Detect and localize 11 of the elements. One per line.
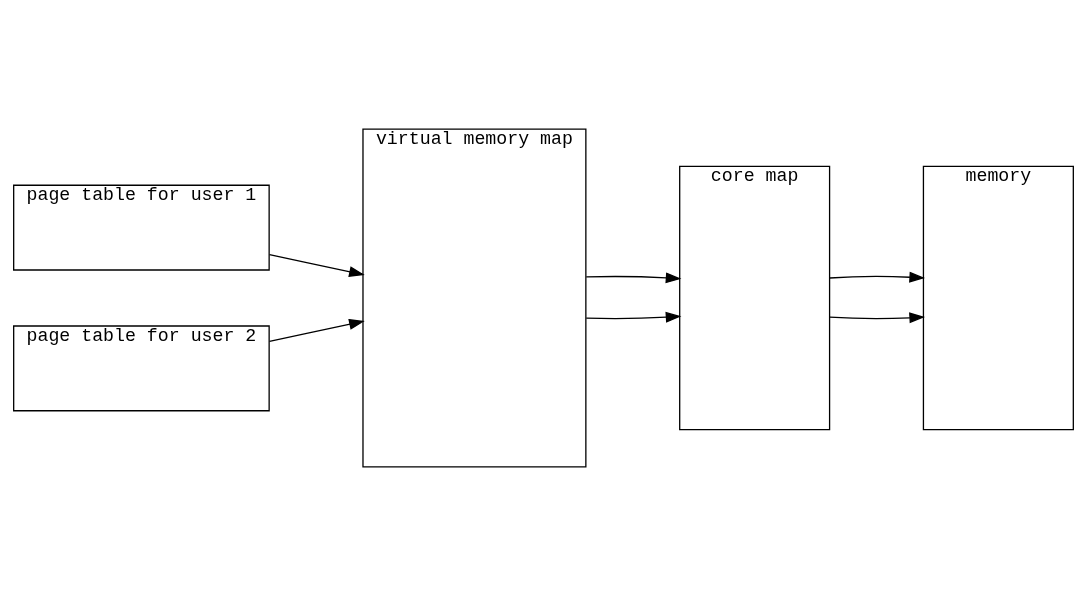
node-box: page table for user 2 (13, 324, 270, 411)
node-box: core map (679, 165, 831, 430)
node-box: memory (922, 165, 1074, 430)
arrow (585, 311, 682, 323)
node-box: page table for user 1 (13, 184, 270, 271)
arrow (268, 253, 365, 277)
arrow (585, 271, 682, 283)
node-box: virtual memory map (362, 128, 587, 467)
arrow (268, 318, 365, 342)
arrow (828, 311, 925, 323)
arrow (828, 271, 925, 283)
